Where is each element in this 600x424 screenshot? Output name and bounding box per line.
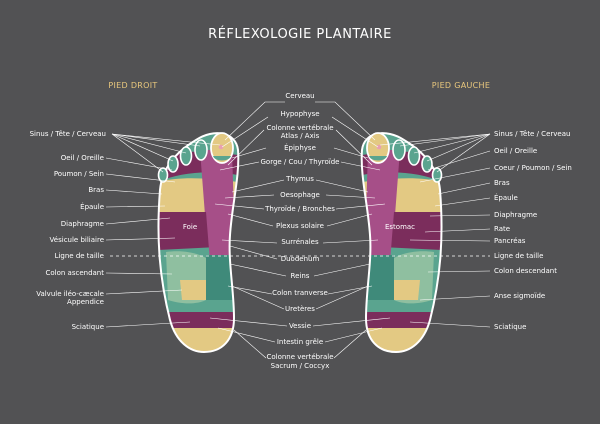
foot-label-stomach: Estomac <box>385 223 415 231</box>
label-ligne-de-taille-l: Ligne de taille <box>494 252 543 260</box>
label-sinus-tete-cerveau-l: Sinus / Tête / Cerveau <box>494 130 570 138</box>
label-thyroide-bronches: Thyroïde / Bronches <box>264 205 335 213</box>
label-epaule-r: Épaule <box>80 202 104 211</box>
left-foot-labels: Sinus / Tête / Cerveau Oeil / Oreille Co… <box>494 130 572 331</box>
label-coeur-poumon-sein: Coeur / Poumon / Sein <box>494 164 572 172</box>
label-bras-r: Bras <box>88 186 104 194</box>
label-diaphragme-r: Diaphragme <box>61 220 104 228</box>
label-epaule-l: Épaule <box>494 193 518 202</box>
label-anse-sigmoide: Anse sigmoïde <box>494 292 545 300</box>
label-colonne-vertebrale-bottom: Colonne vertébrale <box>266 353 333 361</box>
right-foot-zones <box>158 133 239 352</box>
label-intestin-grele: Intestin grêle <box>277 338 323 346</box>
leader-lines <box>105 101 491 359</box>
label-sacrum-coccyx: Sacrum / Coccyx <box>271 362 330 370</box>
label-oeil-oreille-r: Oeil / Oreille <box>61 154 104 162</box>
center-labels: Cerveau Hypophyse Colonne vertébrale Atl… <box>261 92 340 370</box>
label-vesicule-biliaire: Vésicule biliaire <box>50 236 104 244</box>
left-foot-title: PIED GAUCHE <box>432 81 490 90</box>
label-vessie: Vessie <box>289 322 311 330</box>
label-sciatique-r: Sciatique <box>72 323 104 331</box>
label-pancreas: Pancréas <box>494 237 526 245</box>
label-surrenales: Surrénales <box>281 238 319 246</box>
label-hypophyse: Hypophyse <box>280 110 319 118</box>
label-diaphragme-l: Diaphragme <box>494 211 537 219</box>
label-duodenum: Duodenum <box>281 255 320 263</box>
label-reins: Reins <box>291 272 310 280</box>
label-rate: Rate <box>494 225 510 233</box>
left-foot: Estomac <box>360 132 443 354</box>
right-foot: Foie <box>157 132 240 354</box>
label-appendice: Appendice <box>67 298 104 306</box>
page-title: RÉFLEXOLOGIE PLANTAIRE <box>208 26 392 42</box>
label-poumon-sein-r: Poumon / Sein <box>54 170 104 178</box>
label-ureteres: Uretères <box>285 305 315 313</box>
label-oeil-oreille-l: Oeil / Oreille <box>494 147 537 155</box>
label-plexus-solaire: Plexus solaire <box>276 222 324 230</box>
label-bras-l: Bras <box>494 179 510 187</box>
label-ligne-de-taille-r: Ligne de taille <box>55 252 104 260</box>
label-thymus: Thymus <box>285 175 314 183</box>
label-colonne-vertebrale-top: Colonne vertébrale <box>266 124 333 132</box>
foot-label-liver: Foie <box>183 223 197 231</box>
label-gorge-cou-thyroide: Gorge / Cou / Thyroïde <box>261 158 340 166</box>
right-foot-toes <box>157 132 234 183</box>
label-sinus-tete-cerveau-r: Sinus / Tête / Cerveau <box>30 130 106 138</box>
label-cerveau: Cerveau <box>285 92 314 100</box>
left-foot-toes <box>366 132 443 183</box>
label-colon-ascendant: Colon ascendant <box>45 269 104 277</box>
right-foot-labels: Sinus / Tête / Cerveau Oeil / Oreille Po… <box>30 130 106 331</box>
label-oesophage: Oesophage <box>280 191 320 199</box>
label-valvule-ileo-caecale: Valvule iléo-cæcale <box>36 290 104 298</box>
label-sciatique-l: Sciatique <box>494 323 526 331</box>
right-foot-title: PIED DROIT <box>108 81 157 90</box>
label-colon-tranverse: Colon tranverse <box>272 289 328 297</box>
label-colon-descendant: Colon descendant <box>494 267 557 275</box>
label-epiphyse: Épiphyse <box>284 143 316 152</box>
label-atlas-axis: Atlas / Axis <box>281 132 320 140</box>
